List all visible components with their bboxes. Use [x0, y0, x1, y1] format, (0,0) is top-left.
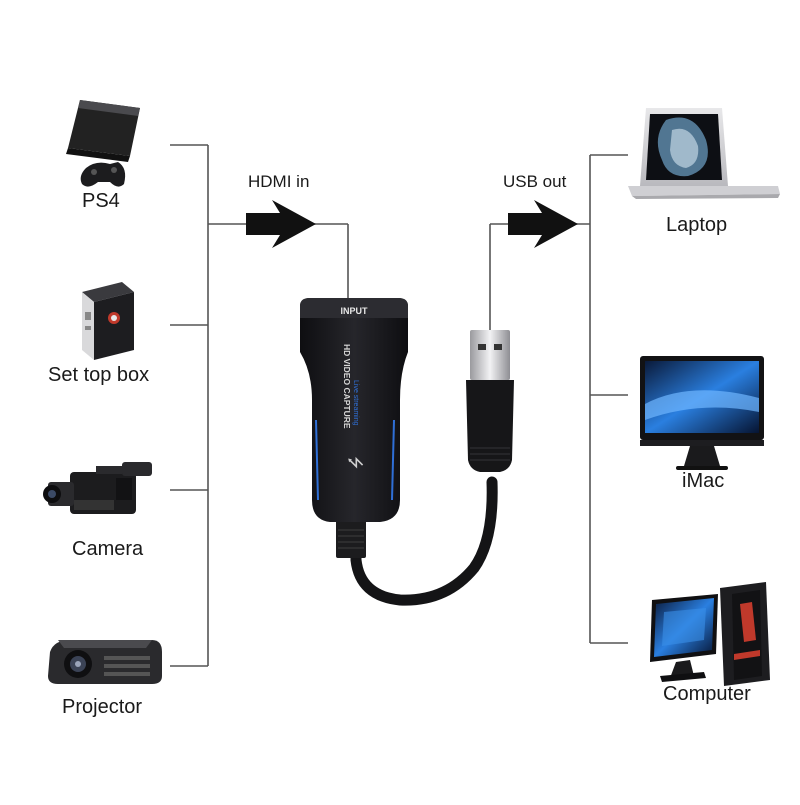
laptop-icon: [628, 108, 780, 199]
hdmi-capture-device: INPUT HD VIDEO CAPTURE Live streaming ⭍: [300, 298, 498, 606]
imac-icon: [640, 356, 764, 470]
device-accent-stripe-left: [315, 419, 319, 501]
input-label-ps4: PS4: [82, 190, 120, 212]
hdmi-arrow-icon: [246, 200, 316, 248]
usb-arrow-icon: [508, 200, 578, 248]
hdmi-port: [300, 298, 408, 318]
output-label-laptop: Laptop: [666, 214, 728, 236]
usb-logo-icon: ⭍: [346, 456, 364, 469]
device-sub-text: Live streaming: [352, 380, 359, 426]
input-label-settopbox: Set top box: [48, 364, 150, 386]
set-top-box-icon: [82, 282, 134, 360]
output-label-computer: Computer: [663, 683, 751, 705]
capture-device-body: [300, 298, 408, 522]
usb-out-label: USB out: [503, 172, 567, 191]
usb-plug: [466, 330, 514, 472]
input-label-camera: Camera: [72, 538, 144, 560]
projector-icon: [48, 640, 162, 684]
usb-cable: [350, 476, 498, 606]
hdmi-in-label: HDMI in: [248, 172, 310, 191]
cable-strain-relief: [336, 518, 366, 558]
device-accent-stripe-right: [391, 419, 395, 501]
camcorder-icon: [43, 462, 152, 514]
game-console-icon: [66, 100, 140, 187]
input-label-projector: Projector: [62, 696, 143, 718]
device-input-label: INPUT: [341, 306, 369, 316]
desktop-computer-icon: [650, 582, 770, 686]
usb-plug-metal: [470, 330, 510, 380]
usb-plug-housing: [466, 380, 514, 472]
device-brand-text: HD VIDEO CAPTURE: [342, 344, 352, 429]
output-label-imac: iMac: [682, 470, 725, 492]
